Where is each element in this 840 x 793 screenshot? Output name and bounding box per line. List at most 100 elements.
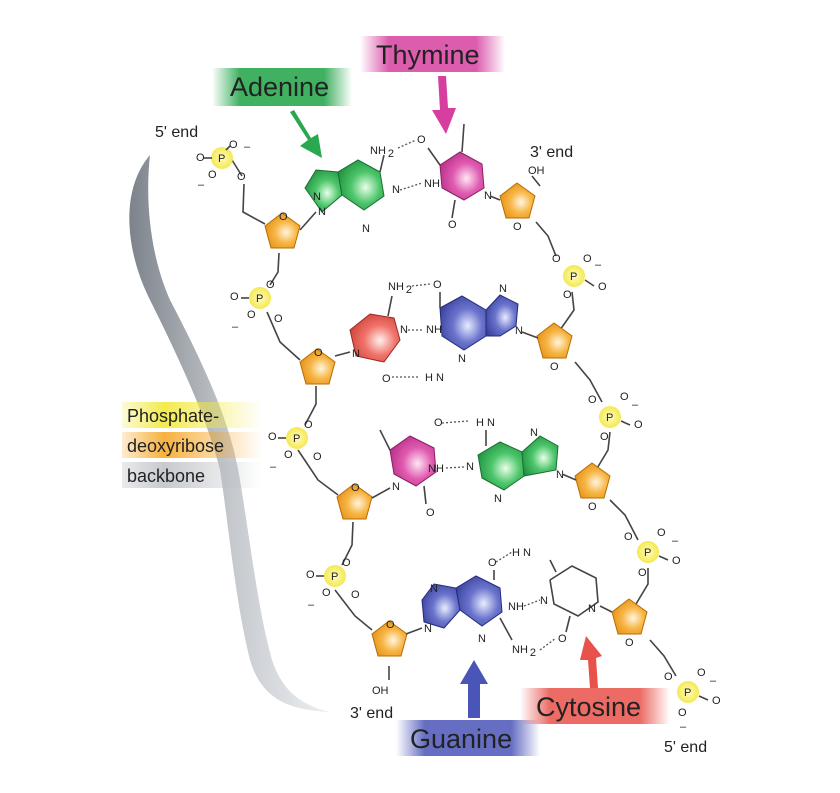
svg-text:O: O (513, 221, 522, 233)
svg-text:N: N (458, 353, 466, 365)
svg-text:O: O (322, 587, 331, 599)
svg-text:O: O (448, 219, 457, 231)
right-strand-backbone (531, 175, 677, 677)
svg-text:P: P (293, 433, 300, 445)
svg-text:N: N (430, 583, 438, 595)
svg-text:O: O (433, 279, 442, 291)
svg-text:O: O (229, 139, 238, 151)
cytosine-label-bg (520, 688, 670, 724)
base-guanine-2: NH O N N N (426, 279, 539, 365)
base-adenine-3: N N N N (466, 427, 577, 505)
left-strand-backbone (231, 159, 390, 680)
base-thymine-1: NH O O N (417, 123, 501, 231)
svg-text:N: N (494, 493, 502, 505)
sugar-left-4: O OH (371, 619, 408, 697)
svg-text:O: O (678, 707, 687, 719)
phosphate-left-4: P O O O O – (306, 557, 360, 611)
svg-text:O: O (266, 279, 275, 291)
sugar-left-3: O (336, 482, 373, 520)
svg-text:P: P (606, 412, 613, 424)
sugar-left-2: O (299, 347, 336, 385)
hbond-cg-2a (411, 283, 431, 287)
adenine-label: Adenine (230, 72, 329, 102)
phosphate-right-2: P O O O O – (588, 391, 643, 443)
svg-text:O: O (712, 695, 721, 707)
svg-text:O: O (488, 557, 497, 569)
svg-text:N: N (313, 191, 321, 203)
svg-text:P: P (570, 271, 577, 283)
svg-text:O: O (304, 419, 313, 431)
svg-text:O: O (697, 667, 706, 679)
sugar-right-4: O (611, 598, 648, 649)
svg-text:N: N (530, 427, 538, 439)
three-prime-end-bottom: 3' end (350, 705, 393, 722)
three-prime-end-top: 3' end (530, 144, 573, 161)
svg-text:O: O (550, 361, 559, 373)
five-prime-end-top: 5' end (155, 124, 198, 141)
svg-text:O: O (208, 169, 217, 181)
sugar-left-1: O (264, 211, 301, 249)
guanine-label: Guanine (410, 724, 512, 754)
svg-text:O: O (230, 291, 239, 303)
sugar-right-2: O (536, 322, 573, 373)
hbond-at-1b (399, 182, 423, 191)
svg-text:O: O (583, 253, 592, 265)
svg-text:N: N (352, 348, 360, 360)
svg-text:O: O (279, 211, 288, 223)
svg-text:O: O (588, 501, 597, 513)
svg-text:N: N (556, 469, 564, 481)
svg-text:P: P (256, 293, 263, 305)
svg-text:O: O (342, 557, 351, 569)
cytosine-arrow (580, 636, 602, 688)
svg-text:O: O (563, 289, 572, 301)
svg-text:O: O (417, 134, 426, 146)
backbone-label-bg-phosphate (122, 402, 262, 428)
svg-text:N: N (466, 461, 474, 473)
svg-text:–: – (632, 399, 639, 411)
svg-text:–: – (198, 179, 205, 191)
svg-text:O: O (625, 637, 634, 649)
svg-text:NH: NH (426, 324, 442, 336)
base-cytosine-2: N N O (334, 295, 408, 385)
thymine-label-bg (360, 36, 505, 72)
svg-text:O: O (657, 527, 666, 539)
svg-text:–: – (232, 321, 239, 333)
svg-text:O: O (351, 482, 360, 494)
svg-text:O: O (314, 347, 323, 359)
svg-text:O: O (268, 431, 277, 443)
base-adenine-1: N N N N (299, 154, 400, 235)
svg-text:OH: OH (528, 165, 545, 177)
svg-text:N: N (515, 325, 523, 337)
svg-text:O: O (306, 569, 315, 581)
svg-text:–: – (672, 535, 679, 547)
svg-text:–: – (308, 599, 315, 611)
hbond-at-1a (397, 139, 417, 149)
hbond-gc-4c (539, 637, 557, 651)
svg-text:O: O (434, 417, 443, 429)
base-cytosine-4: N N O (540, 559, 613, 645)
svg-text:N: N (362, 223, 370, 235)
backbone-label-bg-deoxyribose (122, 432, 262, 458)
backbone-label-line3: backbone (127, 466, 205, 486)
sugar-right-1: O OH (499, 165, 545, 233)
guanine-arrow (460, 660, 488, 718)
svg-text:O: O (196, 152, 205, 164)
svg-text:–: – (270, 461, 277, 473)
svg-text:NH: NH (508, 601, 524, 613)
five-prime-end-bottom: 5' end (664, 739, 707, 756)
svg-text:NH: NH (428, 463, 444, 475)
svg-text:O: O (382, 373, 391, 385)
svg-text:O: O (664, 671, 673, 683)
svg-text:O: O (426, 507, 435, 519)
svg-text:N: N (478, 633, 486, 645)
svg-text:O: O (588, 394, 597, 406)
svg-text:O: O (274, 313, 283, 325)
svg-text:P: P (684, 687, 691, 699)
svg-text:–: – (710, 675, 717, 687)
svg-text:O: O (672, 555, 681, 567)
cytosine-label: Cytosine (536, 692, 641, 722)
svg-text:N: N (484, 190, 492, 202)
